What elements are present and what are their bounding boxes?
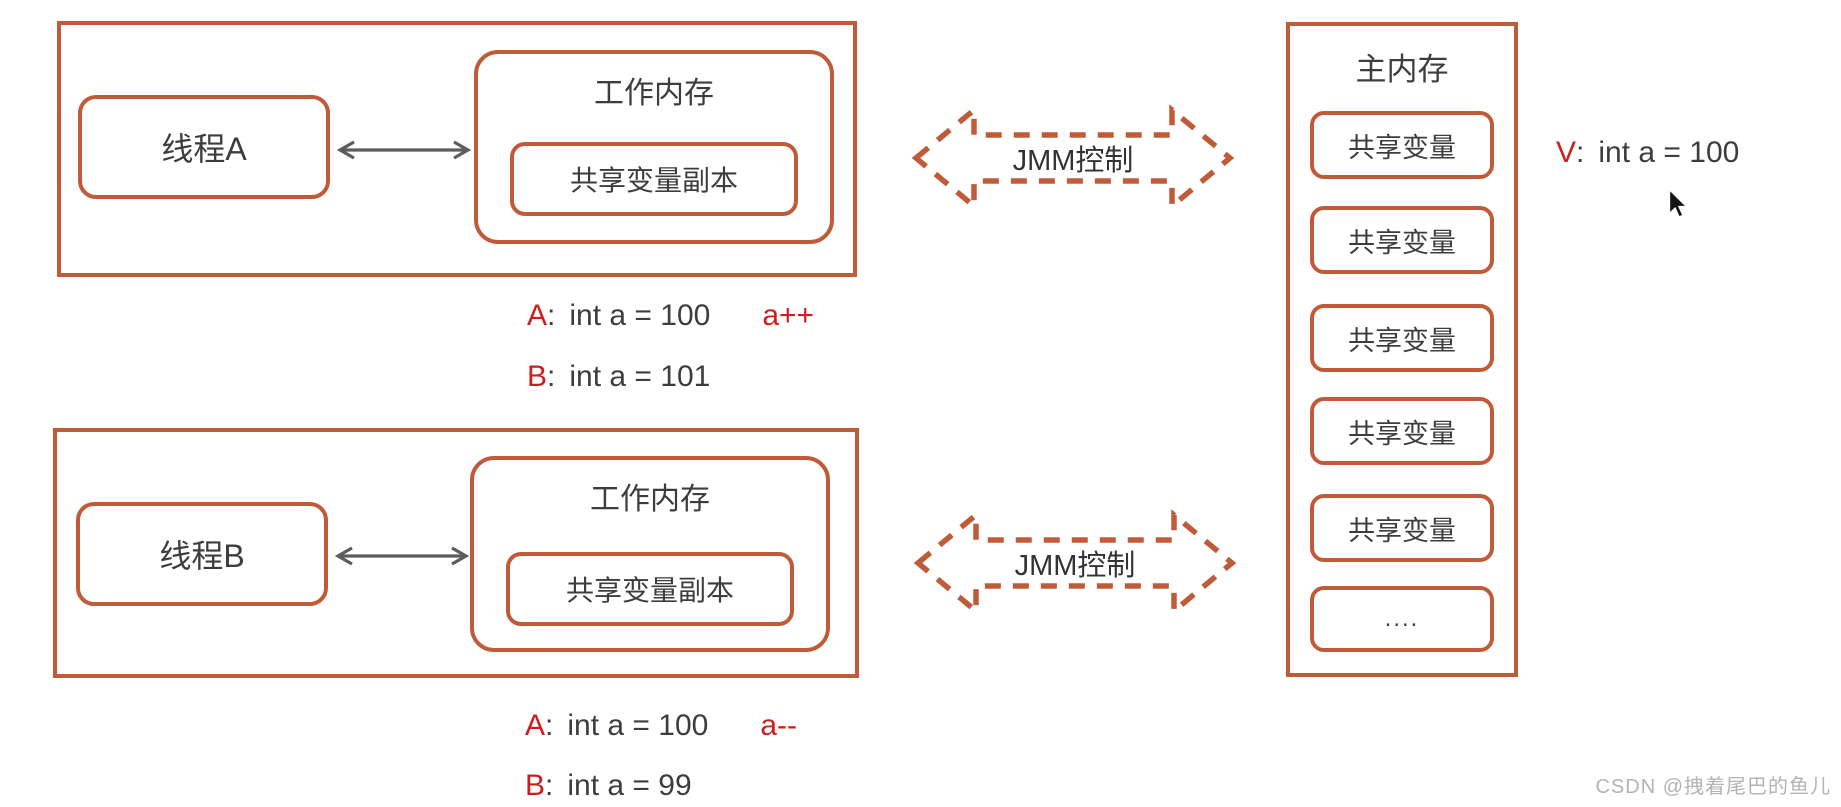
shared-variable-label: 共享变量 (1348, 418, 1456, 449)
note-bottom-line-a: A: int a = 100 a-- (525, 709, 797, 743)
shared-copy-a-box: 共享变量副本 (510, 142, 798, 216)
thread-a-label: 线程A (161, 131, 247, 167)
working-memory-b-box: 工作内存 共享变量副本 (470, 456, 830, 652)
shared-variable-slot: 共享变量 (1310, 304, 1494, 372)
main-value-text: int a = 100 (1598, 136, 1740, 169)
note-bottom-a-value: int a = 100 (567, 709, 709, 742)
mouse-cursor-icon (1669, 190, 1688, 218)
shared-variable-slot-ellipsis: .... (1310, 586, 1494, 652)
note-bottom-line-b: B: int a = 99 (525, 769, 692, 803)
working-memory-b-title: 工作内存 (590, 483, 710, 516)
note-top-b-value: int a = 101 (569, 360, 711, 393)
jmm-control-arrow-top: JMM控制 (910, 97, 1236, 219)
note-top-a-op: a++ (762, 299, 815, 332)
thread-b-box: 线程B (76, 502, 328, 606)
note-top-line-b: B: int a = 101 (527, 360, 710, 394)
shared-copy-b-label: 共享变量副本 (565, 575, 734, 606)
thread-b-working-memory-arrow-icon (334, 546, 470, 566)
note-top-a-value: int a = 100 (569, 299, 711, 332)
working-memory-a-box: 工作内存 共享变量副本 (474, 50, 834, 244)
note-bottom-b-label: B (525, 769, 546, 802)
main-memory-box: 主内存 共享变量 共享变量 共享变量 共享变量 共享变量 .... (1286, 22, 1518, 677)
thread-a-box: 线程A (78, 95, 330, 199)
note-top-a-label: A (527, 299, 548, 332)
dashed-double-arrow-icon (911, 104, 1235, 212)
note-bottom-b-value: int a = 99 (567, 769, 692, 802)
note-top-a-colon: : (547, 299, 556, 332)
shared-copy-a-label: 共享变量副本 (569, 165, 738, 196)
shared-variable-slot: 共享变量 (1310, 397, 1494, 465)
note-top-line-a: A: int a = 100 a++ (527, 299, 814, 333)
ellipsis-label: .... (1384, 605, 1420, 632)
note-bottom-a-op: a-- (760, 709, 797, 742)
shared-variable-label: 共享变量 (1348, 325, 1456, 356)
shared-variable-label: 共享变量 (1348, 515, 1456, 546)
jmm-control-arrow-bottom: JMM控制 (912, 502, 1238, 624)
thread-a-working-memory-arrow-icon (336, 140, 472, 160)
note-bottom-a-colon: : (545, 709, 554, 742)
shared-variable-slot: 共享变量 (1310, 111, 1494, 179)
note-bottom-a-label: A (525, 709, 546, 742)
note-top-b-label: B (527, 360, 548, 393)
note-top-b-colon: : (547, 360, 556, 393)
shared-copy-b-box: 共享变量副本 (506, 552, 794, 626)
main-value-line: V: int a = 100 (1556, 136, 1739, 170)
jmm-control-label-bottom: JMM控制 (1014, 550, 1136, 582)
working-memory-a-title: 工作内存 (594, 77, 714, 110)
dashed-double-arrow-icon (913, 509, 1237, 617)
shared-variable-slot: 共享变量 (1310, 494, 1494, 562)
shared-variable-label: 共享变量 (1348, 227, 1456, 258)
main-value-label: V (1556, 136, 1577, 169)
thread-a-group-box: 线程A 工作内存 共享变量副本 (57, 21, 857, 277)
main-memory-title: 主内存 (1355, 52, 1449, 87)
main-value-colon: : (1576, 136, 1585, 169)
shared-variable-label: 共享变量 (1348, 132, 1456, 163)
shared-variable-slot: 共享变量 (1310, 206, 1494, 274)
thread-b-group-box: 线程B 工作内存 共享变量副本 (53, 428, 859, 678)
jmm-control-label-top: JMM控制 (1012, 145, 1134, 177)
thread-b-label: 线程B (159, 538, 245, 574)
note-bottom-b-colon: : (545, 769, 554, 802)
watermark-text: CSDN @拽着尾巴的鱼儿 (1595, 776, 1831, 798)
